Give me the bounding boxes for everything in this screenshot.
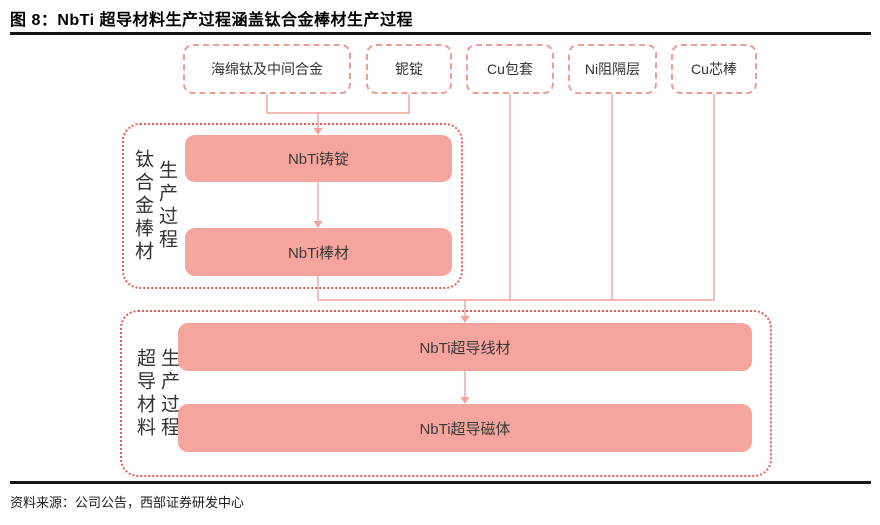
source-note: 资料来源：公司公告，西部证券研发中心 [10, 495, 245, 510]
step-label: NbTi超导线材 [419, 339, 511, 357]
superconductor-process-container: 超导材料 生产过程 NbTi超导线材 NbTi超导磁体 [120, 310, 772, 477]
material-box-cu-sheath: Cu包套 [466, 44, 554, 94]
material-box-nb-ingot: 铌锭 [366, 44, 452, 94]
material-box-sponge-titanium: 海绵钛及中间合金 [183, 44, 351, 94]
step-label: NbTi超导磁体 [419, 420, 511, 438]
step-nbti-ingot: NbTi铸锭 [185, 135, 452, 182]
step-label: NbTi铸锭 [287, 151, 350, 168]
step-nbti-superconducting-wire: NbTi超导线材 [178, 323, 752, 371]
material-label: Cu包套 [487, 61, 533, 77]
step-nbti-rod: NbTi棒材 [185, 228, 452, 276]
material-label: 铌锭 [395, 61, 423, 77]
superconductor-process-label: 超导材料 生产过程 [134, 347, 179, 440]
material-label: Ni阻隔层 [584, 61, 641, 77]
material-label: Cu芯棒 [691, 61, 737, 77]
step-nbti-superconducting-magnet: NbTi超导磁体 [178, 404, 752, 452]
ti-alloy-process-container: 钛合金棒材 生产过程 NbTi铸锭 NbTi棒材 [122, 123, 463, 289]
material-box-cu-core-rod: Cu芯棒 [671, 44, 757, 94]
material-label: 海绵钛及中间合金 [211, 61, 323, 77]
footer-divider-line [10, 481, 871, 484]
material-box-ni-barrier: Ni阻隔层 [568, 44, 657, 94]
step-label: NbTi棒材 [287, 244, 350, 262]
title-divider-line [10, 32, 871, 35]
connector-merge-top [266, 94, 410, 114]
figure-title: 图 8：NbTi 超导材料生产过程涵盖钛合金棒材生产过程 [10, 12, 414, 29]
ti-alloy-process-label: 钛合金棒材 生产过程 [132, 148, 177, 264]
